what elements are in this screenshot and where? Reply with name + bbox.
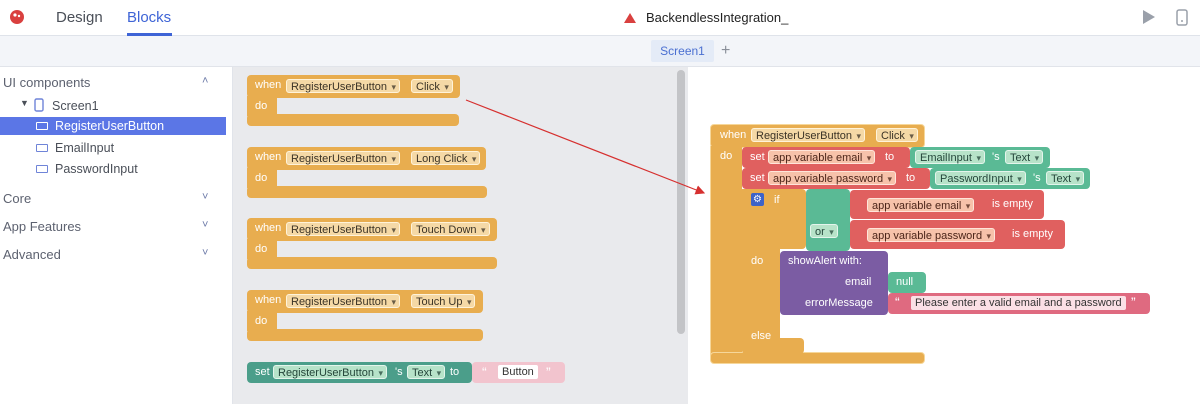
play-icon[interactable]: [1142, 9, 1156, 25]
button-component-icon: [36, 122, 48, 130]
project-title: BackendlessIntegration_: [646, 10, 789, 25]
variable-dropdown[interactable]: app variable password: [768, 171, 897, 186]
tab-blocks[interactable]: Blocks: [127, 9, 172, 26]
condition-operator: is empty: [992, 198, 1033, 210]
show-alert-label: showAlert with:: [788, 255, 862, 267]
condition-operator: is empty: [1012, 228, 1053, 240]
section-advanced[interactable]: Advanced: [3, 247, 61, 262]
component-dropdown[interactable]: PasswordInput: [935, 171, 1026, 186]
operator-dropdown[interactable]: or: [810, 224, 838, 239]
do-label: do: [720, 150, 733, 162]
error-message-label: errorMessage: [805, 297, 873, 309]
event-dropdown[interactable]: Touch Down: [411, 222, 490, 237]
component-dropdown[interactable]: EmailInput: [915, 150, 985, 165]
chevron-up-icon[interactable]: ˄: [202, 75, 209, 87]
when-label: when: [255, 222, 282, 234]
do-label: do: [255, 100, 268, 112]
set-label: set: [750, 172, 765, 184]
variable-dropdown[interactable]: app variable email: [768, 150, 876, 165]
do-label: do: [255, 172, 268, 184]
screen-tabs-bar: Screen1 +: [0, 36, 1200, 67]
input-component-icon: [36, 165, 48, 173]
chevron-down-icon[interactable]: ˅: [202, 247, 209, 259]
possessive-label: 's: [1033, 172, 1041, 184]
when-label: when: [255, 151, 282, 163]
component-dropdown[interactable]: RegisterUserButton: [286, 222, 400, 237]
close-quote: ”: [1131, 294, 1136, 310]
do-label: do: [255, 243, 268, 255]
event-dropdown[interactable]: Click: [876, 128, 918, 143]
if-label: if: [774, 194, 780, 206]
do-label: do: [751, 255, 764, 267]
property-dropdown[interactable]: Text: [1046, 171, 1085, 186]
when-label: when: [255, 79, 282, 91]
when-label: when: [720, 129, 747, 141]
project-icon: [624, 13, 636, 23]
section-ui-components[interactable]: UI components: [3, 75, 91, 90]
variable-dropdown[interactable]: app variable password: [867, 228, 996, 243]
event-dropdown[interactable]: Click: [411, 79, 453, 94]
tree-item-registeruserbutton[interactable]: RegisterUserButton: [0, 117, 226, 135]
null-value[interactable]: null: [896, 276, 914, 288]
possessive-label: 's: [395, 366, 403, 378]
do-label: do: [255, 315, 268, 327]
to-label: to: [906, 172, 916, 184]
chevron-down-icon[interactable]: ˅: [202, 219, 209, 231]
gear-icon[interactable]: ⚙: [751, 193, 764, 206]
tree-item-passwordinput[interactable]: PasswordInput: [55, 162, 138, 176]
when-label: when: [255, 294, 282, 306]
open-quote: “: [482, 364, 487, 380]
to-label: to: [885, 151, 895, 163]
tree-item-screen1[interactable]: Screen1: [52, 99, 99, 113]
set-label: set: [750, 151, 765, 163]
tree-item-emailinput[interactable]: EmailInput: [55, 141, 115, 155]
add-screen-button[interactable]: +: [721, 42, 731, 59]
tree-item-label: RegisterUserButton: [55, 119, 165, 133]
component-dropdown[interactable]: RegisterUserButton: [286, 151, 400, 166]
property-dropdown[interactable]: Text: [407, 365, 446, 380]
tree-expand-icon[interactable]: ▼: [20, 98, 29, 108]
palette-scrollbar[interactable]: [677, 70, 685, 334]
section-app-features[interactable]: App Features: [3, 219, 82, 234]
open-quote: “: [895, 294, 900, 310]
tab-screen1[interactable]: Screen1: [651, 40, 714, 62]
screen-icon: [34, 98, 44, 112]
close-quote: ”: [546, 364, 551, 380]
device-preview-icon[interactable]: [1176, 9, 1188, 26]
text-value[interactable]: Button: [498, 365, 538, 379]
error-message-text[interactable]: Please enter a valid email and a passwor…: [911, 296, 1126, 310]
app-logo-icon: [10, 10, 24, 24]
tab-design[interactable]: Design: [56, 9, 103, 26]
active-tab-indicator: [127, 33, 172, 36]
chevron-down-icon[interactable]: ˅: [202, 191, 209, 203]
email-param-label: email: [845, 276, 872, 288]
input-component-icon: [36, 144, 48, 152]
to-label: to: [450, 366, 460, 378]
else-label: else: [751, 330, 772, 342]
set-label: set: [255, 366, 270, 378]
component-dropdown[interactable]: RegisterUserButton: [286, 294, 400, 309]
component-dropdown[interactable]: RegisterUserButton: [286, 79, 400, 94]
sidebar: UI components ˄ ▼ Screen1 RegisterUserBu…: [0, 67, 233, 404]
top-bar: Design Blocks BackendlessIntegration_: [0, 0, 1200, 36]
component-dropdown[interactable]: RegisterUserButton: [751, 128, 865, 143]
component-dropdown[interactable]: RegisterUserButton: [273, 365, 387, 380]
section-core[interactable]: Core: [3, 191, 32, 206]
property-dropdown[interactable]: Text: [1005, 150, 1044, 165]
variable-dropdown[interactable]: app variable email: [867, 198, 975, 213]
event-dropdown[interactable]: Touch Up: [411, 294, 476, 309]
event-dropdown[interactable]: Long Click: [411, 151, 481, 166]
possessive-label: 's: [992, 151, 1000, 163]
